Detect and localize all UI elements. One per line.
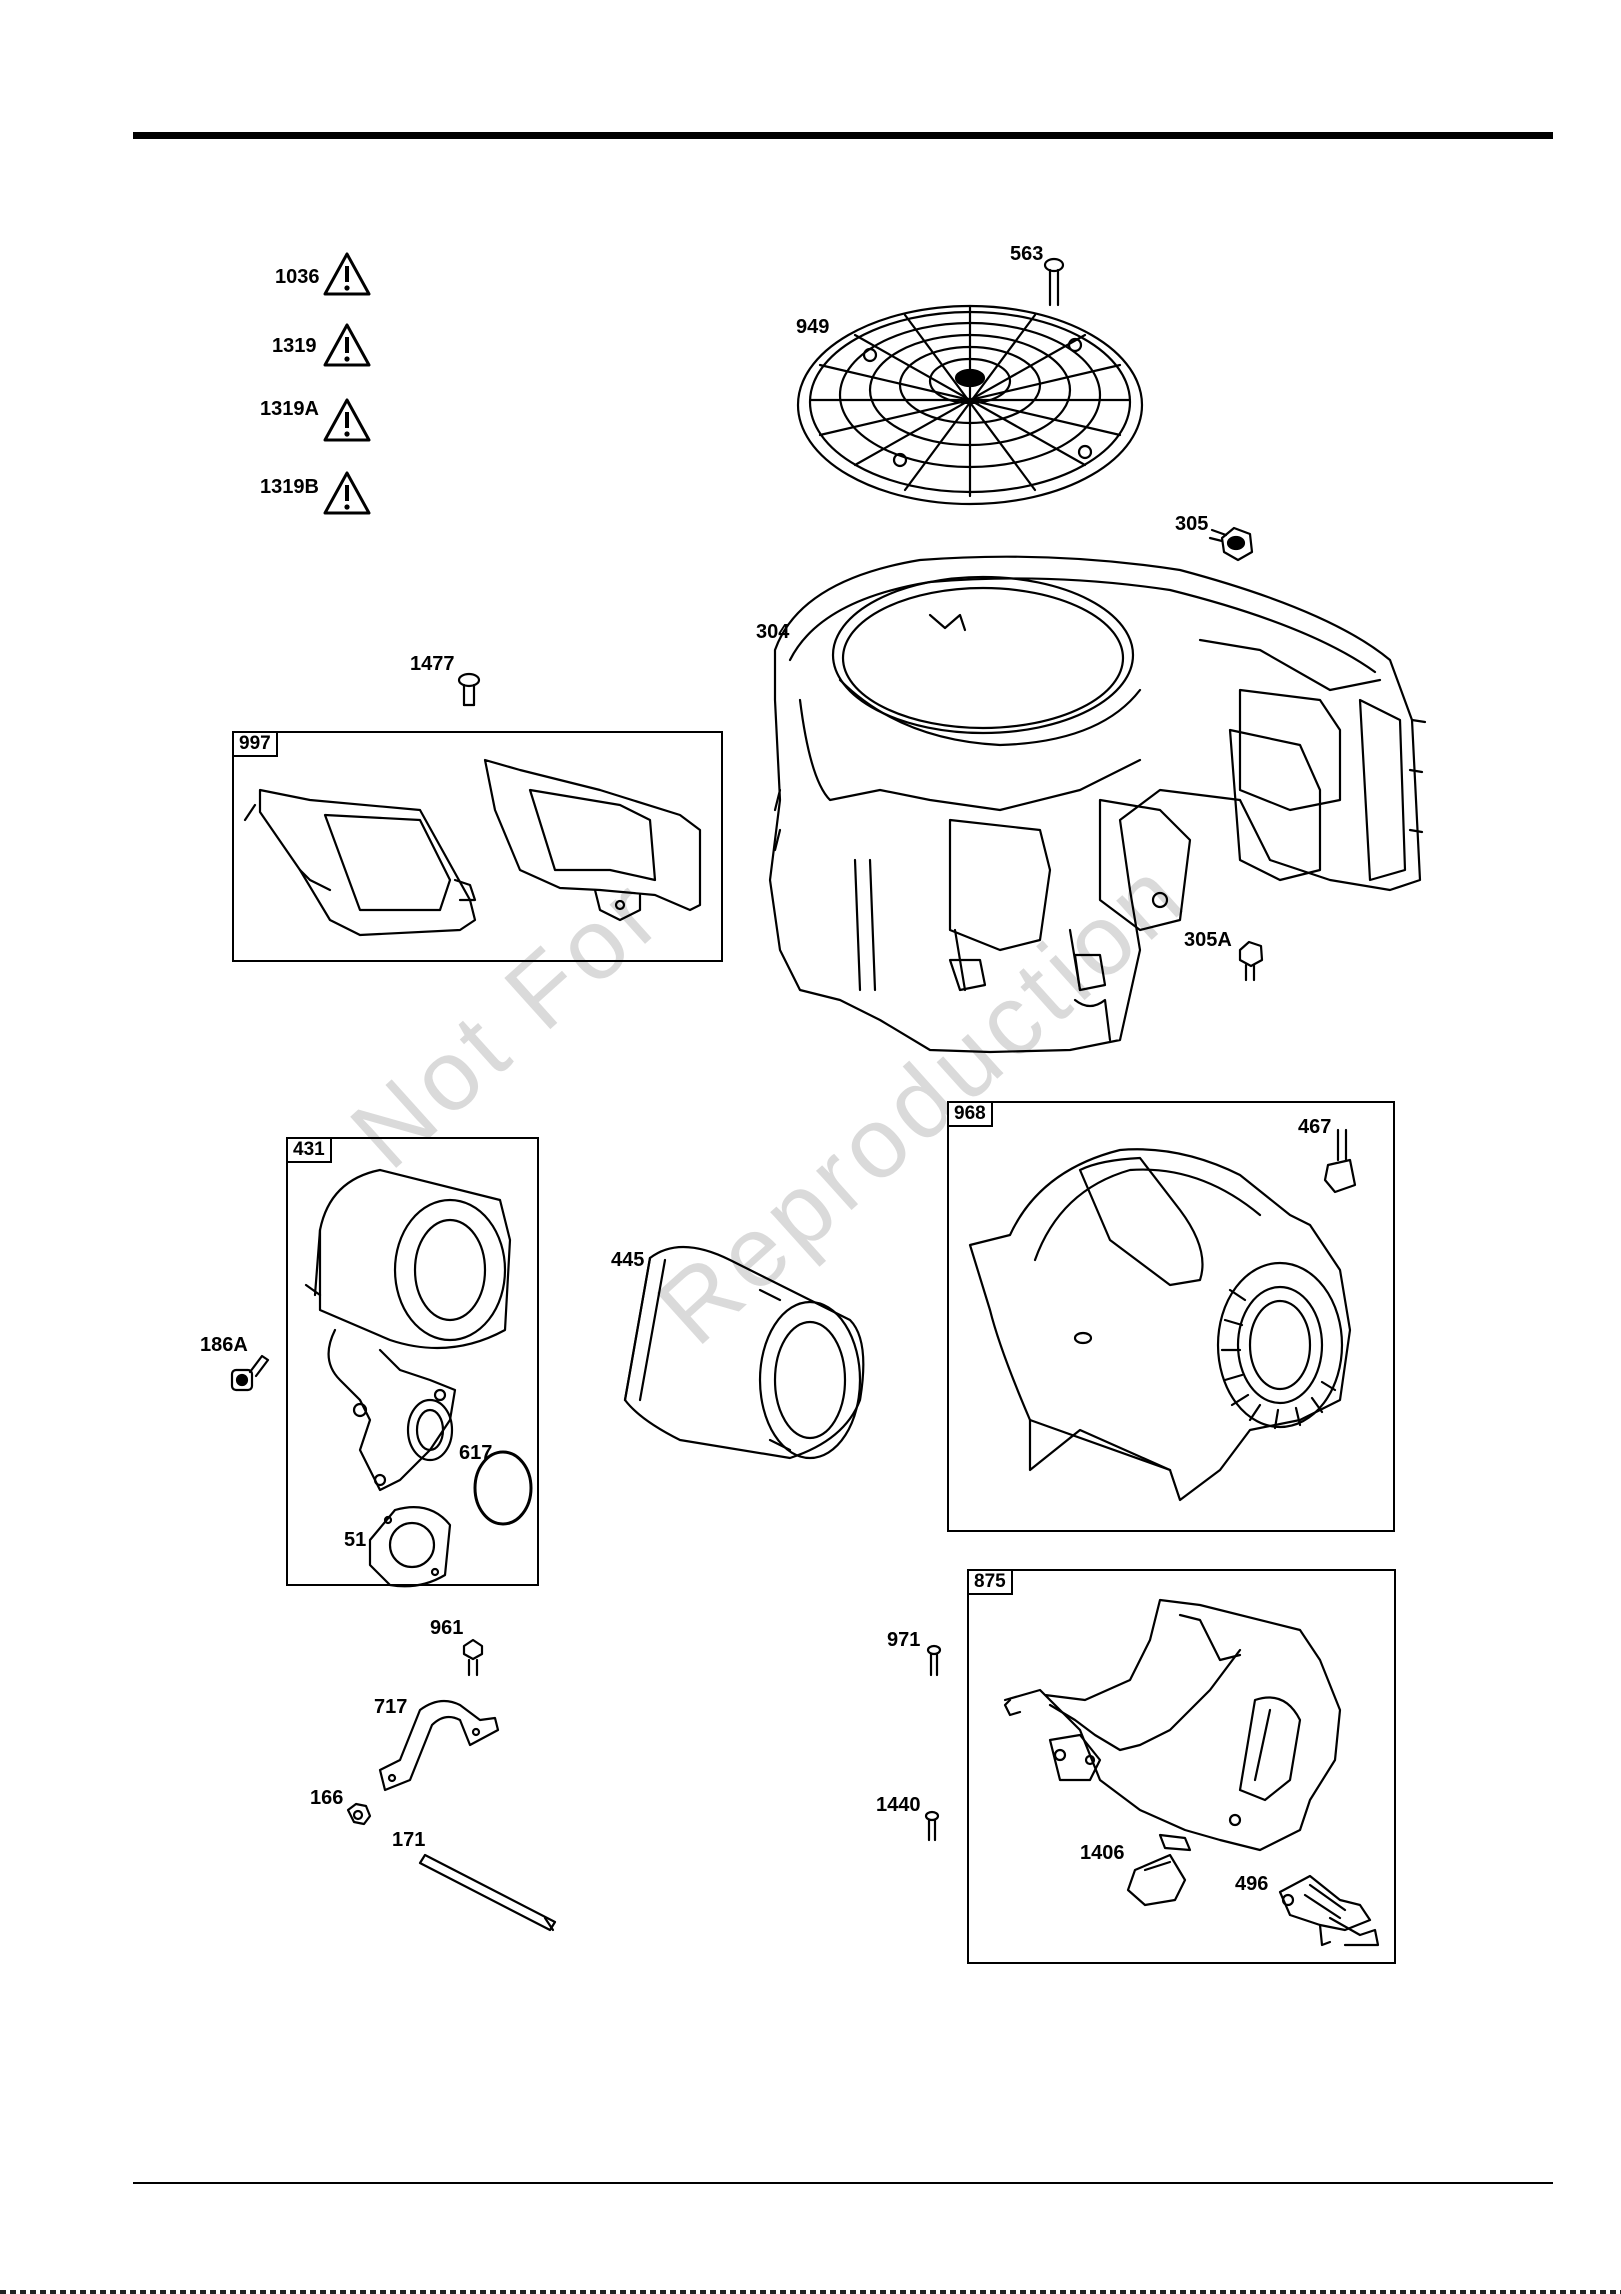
part-callout-171[interactable]: 171 [392,1829,425,1851]
part-445-filter[interactable] [625,1247,863,1458]
part-callout-1406[interactable]: 1406 [1080,1842,1125,1864]
part-949-grille[interactable] [798,306,1142,504]
part-971-screw[interactable] [928,1646,940,1675]
part-997-baffles[interactable] [245,760,700,935]
part-callout-949[interactable]: 949 [796,316,829,338]
part-callout-467[interactable]: 467 [1298,1116,1331,1138]
part-1477-screw[interactable] [459,674,479,705]
assembly-label-968[interactable]: 968 [947,1101,993,1127]
part-563-screw[interactable] [1045,259,1063,305]
part-1406-bracket[interactable] [1128,1855,1185,1905]
part-callout-496[interactable]: 496 [1235,1873,1268,1895]
part-callout-961[interactable]: 961 [430,1617,463,1639]
part-305-bolt[interactable] [1210,528,1252,560]
part-callout-305[interactable]: 305 [1175,513,1208,535]
part-166-nut[interactable] [348,1804,370,1824]
part-1440-screw[interactable] [926,1812,938,1840]
part-305a-bolt[interactable] [1240,942,1262,980]
part-51-gasket[interactable] [370,1507,450,1586]
part-304-blower-housing[interactable] [770,557,1425,1052]
part-467-fitting[interactable] [1325,1130,1355,1192]
assembly-label-875[interactable]: 875 [967,1569,1013,1595]
part-callout-166[interactable]: 166 [310,1787,343,1809]
part-968-cover[interactable] [970,1149,1350,1500]
part-171-rod[interactable] [420,1855,555,1930]
part-callout-305a[interactable]: 305A [1184,929,1232,951]
assembly-label-431[interactable]: 431 [286,1137,332,1163]
part-186a-fitting[interactable] [232,1356,268,1390]
footer-rule [133,2182,1553,2184]
page-edge-strip [0,2290,1621,2294]
part-callout-304[interactable]: 304 [756,621,789,643]
part-callout-1477[interactable]: 1477 [410,653,455,675]
part-callout-1440[interactable]: 1440 [876,1794,921,1816]
part-961-screw[interactable] [464,1640,482,1675]
assembly-label-997[interactable]: 997 [232,731,278,757]
part-callout-717[interactable]: 717 [374,1696,407,1718]
part-callout-186a[interactable]: 186A [200,1334,248,1356]
part-496-assembly[interactable] [1280,1876,1378,1945]
part-875-shroud[interactable] [1005,1600,1340,1850]
part-callout-563[interactable]: 563 [1010,243,1043,265]
part-callout-971[interactable]: 971 [887,1629,920,1651]
part-callout-445[interactable]: 445 [611,1249,644,1271]
part-callout-617[interactable]: 617 [459,1442,492,1464]
part-callout-51[interactable]: 51 [344,1529,366,1551]
